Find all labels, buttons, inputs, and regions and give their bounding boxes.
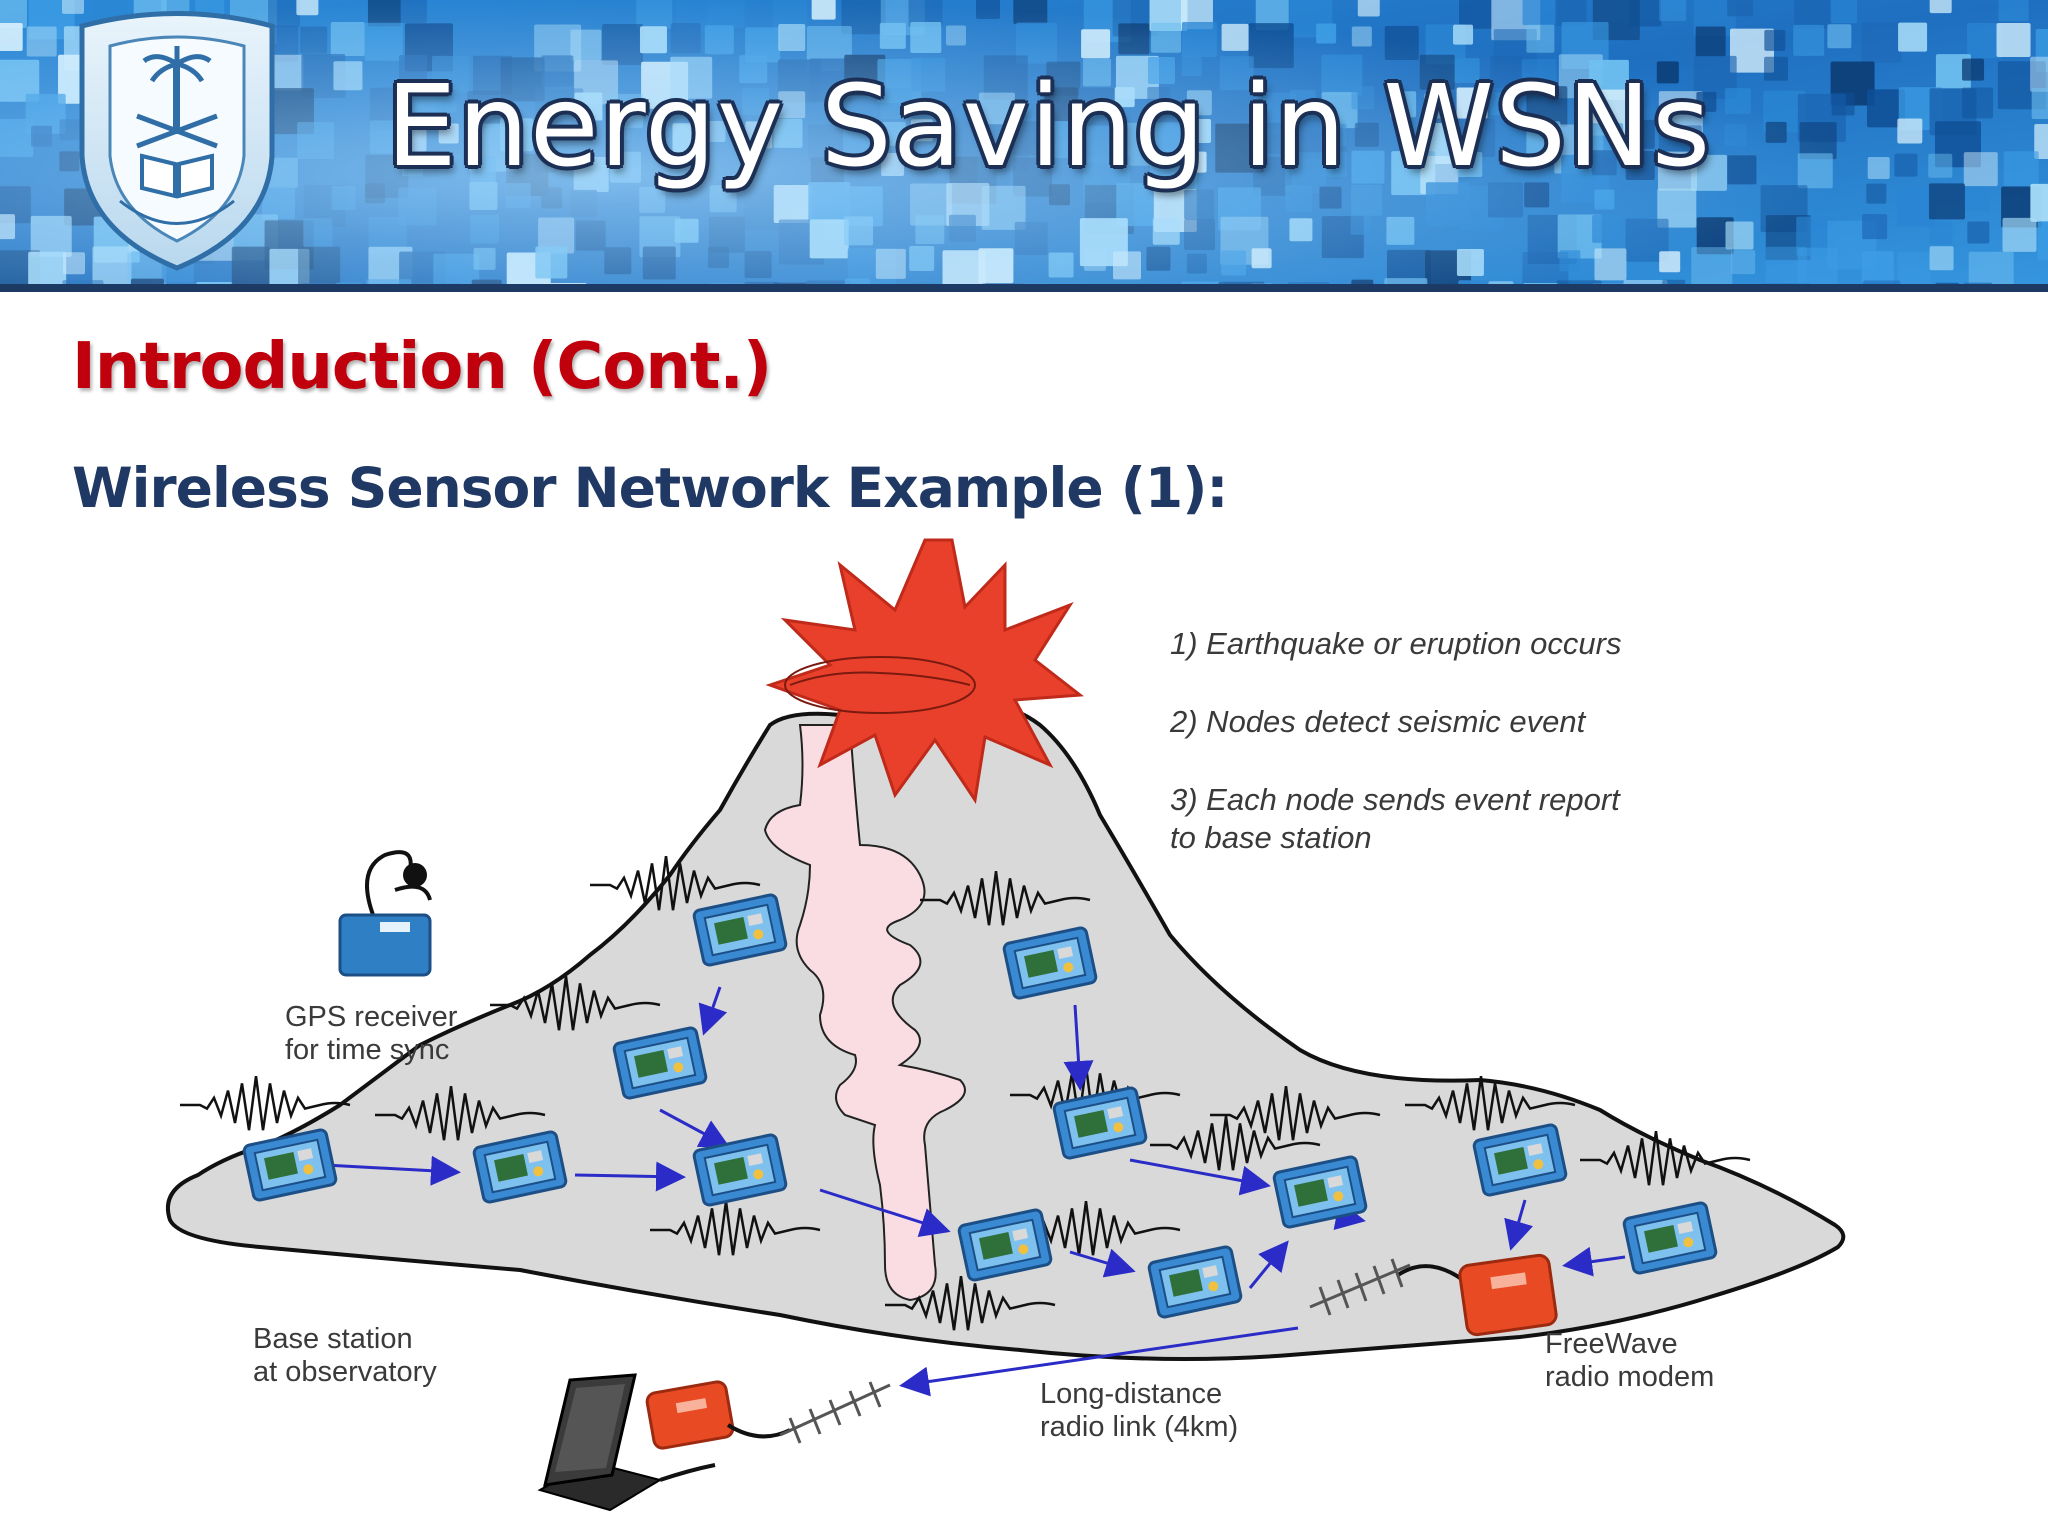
flow-arrow: [324, 1155, 461, 1186]
waveform: [885, 1276, 1056, 1331]
flow-arrow: [659, 1108, 731, 1148]
magma-chamber: [763, 724, 966, 1302]
laptop-icon: [537, 1373, 716, 1512]
gps-label-line-1: GPS receiver: [285, 1001, 458, 1033]
step-1-text: 1) Earthquake or eruption occurs: [1170, 626, 1622, 661]
flow-arrow: [698, 986, 728, 1036]
flow-arrow: [1562, 1246, 1626, 1277]
gps-label-line-2: for time sync: [285, 1034, 450, 1066]
radio-link-label: Long-distance radio link (4km): [1040, 1378, 1238, 1444]
gps-receiver-icon: [338, 850, 432, 977]
waveform: [1010, 1201, 1181, 1256]
flow-arrow: [1248, 1240, 1289, 1289]
radio-link-label-line-1: Long-distance: [1040, 1378, 1223, 1410]
freewave-modem-icon: [1396, 1253, 1558, 1337]
header-banner: Energy Saving in WSNs: [0, 0, 2048, 292]
base-station-label: Base station at observatory: [253, 1323, 437, 1389]
radio-link-label-line-2: radio link (4km): [1040, 1411, 1239, 1443]
waveform: [1405, 1076, 1576, 1131]
gps-label: GPS receiver for time sync: [285, 1001, 457, 1067]
step-3-line-1: 3) Each node sends event report: [1170, 782, 1620, 817]
flow-arrow: [1069, 1248, 1136, 1278]
data-flow-arrows: [324, 986, 1626, 1290]
base-station-label-line-1: Base station: [253, 1323, 413, 1355]
radio-link-arrow: [899, 1326, 1299, 1397]
wsn-volcano-diagram: 1) Earthquake or eruption occurs 2) Node…: [0, 525, 2048, 1536]
yagi-antenna-icon: [1309, 1258, 1411, 1316]
freewave-label-line-2: radio modem: [1545, 1361, 1715, 1393]
step-3-text: 3) Each node sends event report to base …: [1170, 781, 1620, 857]
sub-heading: Wireless Sensor Network Example (1):: [72, 456, 1228, 520]
freewave-label-line-1: FreeWave: [1545, 1328, 1678, 1360]
waveform: [1580, 1131, 1751, 1186]
diagram-drawing: [165, 538, 1846, 1512]
waveform: [180, 1076, 351, 1131]
flow-arrow: [819, 1188, 951, 1237]
slide-title: Energy Saving in WSNs: [386, 62, 1712, 192]
waveform: [1150, 1116, 1321, 1171]
waveform: [490, 976, 661, 1031]
waveform: [590, 856, 761, 911]
banner-background: [0, 0, 2048, 292]
eruption-burst: [765, 538, 1084, 805]
flow-arrow: [1063, 1004, 1094, 1091]
waveform: [1210, 1086, 1381, 1141]
flow-arrow: [1129, 1158, 1271, 1196]
mountain-shape: [165, 703, 1846, 1361]
waveform: [920, 871, 1091, 926]
base-station-label-line-2: at observatory: [253, 1356, 437, 1388]
waveform: [650, 1201, 821, 1256]
section-heading: Introduction (Cont.): [72, 330, 772, 404]
base-modem-icon: [645, 1380, 791, 1450]
step-2-text: 2) Nodes detect seismic event: [1170, 704, 1586, 739]
flow-arrow: [1504, 1199, 1534, 1251]
step-3-line-2: to base station: [1170, 820, 1372, 855]
waveform: [375, 1086, 546, 1141]
seismic-waveforms: [180, 856, 1751, 1331]
freewave-label: FreeWave radio modem: [1545, 1328, 1714, 1394]
flow-arrow: [574, 1161, 686, 1192]
base-antenna-icon: [779, 1381, 891, 1444]
university-logo-icon: [79, 11, 275, 271]
